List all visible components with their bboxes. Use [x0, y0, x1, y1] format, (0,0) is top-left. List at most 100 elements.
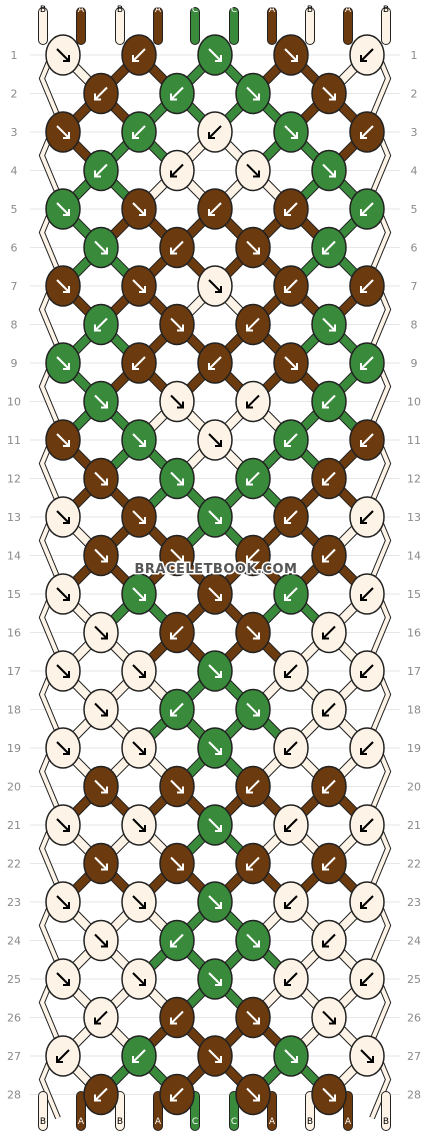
knot: [235, 457, 271, 500]
string-label: B: [383, 1117, 389, 1127]
row-number: 21: [7, 819, 21, 832]
arrow-down-right-icon: [56, 741, 70, 755]
arrow-head: [177, 786, 184, 794]
knot: [197, 265, 233, 307]
arrow-head: [253, 1094, 260, 1102]
arrow-head: [291, 1056, 298, 1063]
arrow-down-left-icon: [322, 625, 336, 640]
knot: [349, 881, 385, 923]
arrow-head: [291, 55, 298, 62]
knot: [83, 72, 119, 115]
knot: [159, 765, 195, 808]
arrow-head: [63, 132, 70, 139]
knot: [45, 1035, 81, 1077]
arrow-down-right-icon: [284, 125, 298, 139]
arrow-head: [360, 825, 367, 832]
knot: [235, 534, 271, 577]
arrow-down-right-icon: [284, 356, 298, 370]
knot: [159, 72, 195, 115]
knot: [45, 111, 81, 153]
arrow-down-right-icon: [284, 48, 298, 62]
arrow-down-left-icon: [360, 741, 374, 755]
arrow-down-right-icon: [322, 1010, 336, 1025]
knot: [121, 34, 157, 76]
arrow-head: [284, 286, 291, 293]
knot: [121, 727, 157, 769]
arrow-down-right-icon: [94, 933, 108, 948]
row-number: 15: [407, 588, 421, 601]
arrow-head: [177, 401, 184, 409]
arrow-head: [94, 93, 101, 101]
arrow-head: [360, 440, 367, 447]
arrow-head: [253, 709, 260, 717]
arrow-down-right-icon: [132, 741, 146, 755]
arrow-down-left-icon: [284, 279, 298, 293]
row-number: 21: [407, 819, 421, 832]
arrow-head: [170, 247, 177, 255]
arrow-down-right-icon: [56, 664, 70, 678]
arrow-head: [139, 517, 146, 524]
knot: [235, 1073, 271, 1116]
arrow-down-right-icon: [246, 625, 260, 640]
knot: [235, 688, 271, 731]
row-number: 18: [407, 704, 421, 717]
arrow-head: [63, 748, 70, 755]
arrow-head: [360, 671, 367, 678]
knot: [159, 380, 195, 423]
arrow-down-right-icon: [94, 394, 108, 409]
knot: [197, 419, 233, 461]
arrow-head: [360, 979, 367, 986]
row-number: 1: [411, 49, 418, 62]
knot: [311, 765, 347, 808]
arrow-head: [215, 286, 222, 293]
row-number: 10: [407, 396, 421, 409]
knot: [273, 1035, 309, 1077]
arrow-down-right-icon: [208, 895, 222, 909]
knot: [197, 804, 233, 846]
row-number: 10: [7, 396, 21, 409]
knot: [311, 1073, 347, 1116]
arrow-head: [284, 209, 291, 216]
arrow-down-left-icon: [284, 818, 298, 832]
knot: [83, 534, 119, 577]
knot: [159, 1073, 195, 1116]
arrow-down-right-icon: [94, 548, 108, 563]
arrow-down-left-icon: [284, 510, 298, 524]
arrow-head: [139, 286, 146, 293]
arrow-head: [208, 132, 215, 139]
arrow-down-right-icon: [208, 1049, 222, 1063]
arrow-head: [246, 401, 253, 409]
arrow-head: [132, 1056, 139, 1063]
arrow-head: [101, 940, 108, 948]
knot: [349, 111, 385, 153]
row-number: 7: [11, 280, 18, 293]
arrow-head: [63, 594, 70, 601]
arrow-head: [63, 363, 70, 370]
knot: [235, 72, 271, 115]
knot: [273, 188, 309, 230]
row-number: 23: [407, 896, 421, 909]
arrow-down-right-icon: [56, 202, 70, 216]
arrow-down-left-icon: [170, 163, 184, 178]
arrow-down-left-icon: [284, 972, 298, 986]
arrow-down-left-icon: [322, 702, 336, 717]
arrow-down-right-icon: [132, 279, 146, 293]
arrow-head: [322, 401, 329, 409]
arrow-head: [170, 940, 177, 948]
knot: [349, 265, 385, 307]
string-label: B: [307, 1117, 313, 1127]
string-label: B: [40, 5, 46, 15]
arrow-head: [139, 671, 146, 678]
row-number: 9: [411, 357, 418, 370]
arrow-head: [367, 1056, 374, 1063]
string-label: A: [155, 1117, 162, 1127]
arrow-down-right-icon: [132, 664, 146, 678]
knot: [311, 534, 347, 577]
arrow-down-left-icon: [360, 972, 374, 986]
knot: [121, 650, 157, 692]
row-number: 4: [411, 165, 418, 178]
string-label: C: [192, 5, 198, 15]
row-number: 19: [7, 742, 21, 755]
